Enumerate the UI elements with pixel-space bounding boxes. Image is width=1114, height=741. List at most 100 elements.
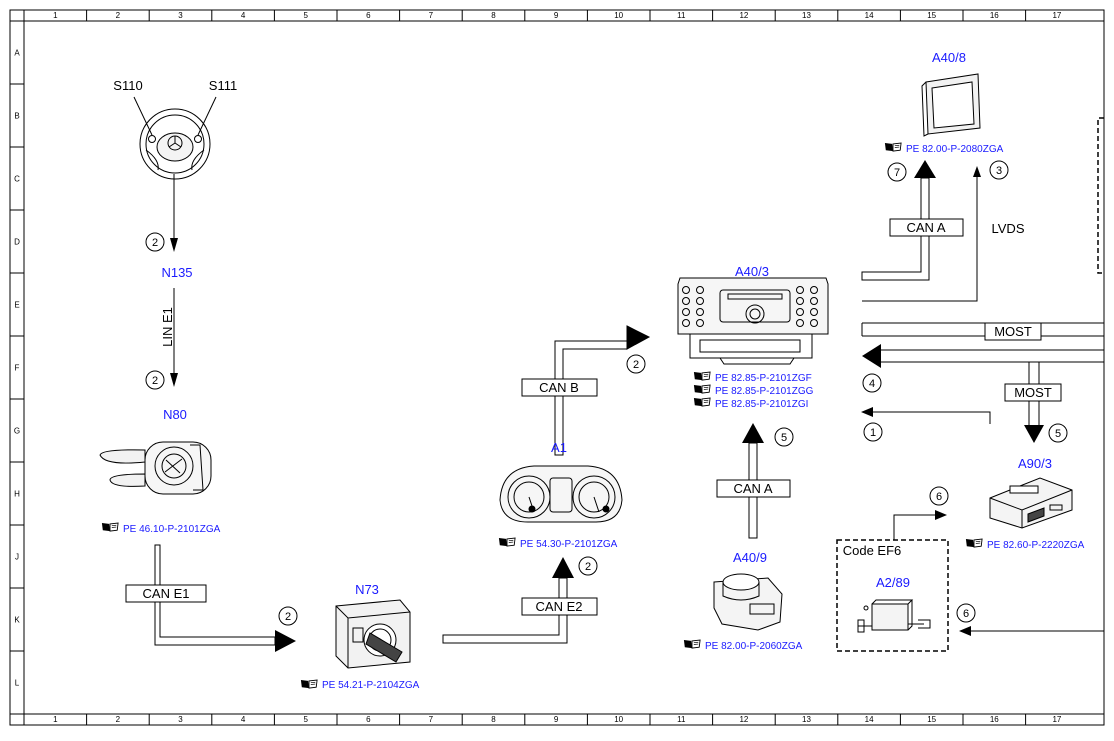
column-label-bottom: 11 [677, 715, 686, 724]
row-label: C [14, 175, 20, 184]
ref-a40-8-text[interactable]: PE 82.00-P-2080ZGA [906, 144, 1004, 155]
marker-number: 2 [633, 359, 639, 371]
marker-number: 2 [152, 237, 158, 249]
column-label-bottom: 12 [739, 715, 748, 724]
column-label-top: 14 [865, 11, 874, 20]
row-label: L [15, 679, 20, 688]
head-unit-button [796, 286, 804, 294]
n80-module-icon [99, 441, 212, 495]
code-box-label: Code EF6 [843, 543, 902, 558]
marker-m-s-n135: 2 [145, 232, 165, 252]
frame [9, 9, 1105, 726]
label-n80: N80 [163, 407, 187, 422]
column-label-top: 16 [990, 11, 999, 20]
head-unit-button [696, 319, 704, 327]
head-unit-button [810, 319, 818, 327]
ref-a90-3-text[interactable]: PE 82.60-P-2220ZGA [987, 540, 1085, 551]
column-label-top: 6 [366, 11, 371, 20]
bus-label-can-a-top: CAN A [906, 220, 945, 235]
bus-label-can-b: CAN B [539, 380, 579, 395]
label-s111: S111 [209, 78, 237, 93]
marker-m-a289-a903: 6 [929, 486, 949, 506]
ref-n80-text[interactable]: PE 46.10-P-2101ZGA [123, 524, 221, 535]
marker-m-n135-n80: 2 [145, 370, 165, 390]
a40-9-controller-icon [713, 573, 783, 631]
references: PE 46.10-P-2101ZGA PE 54.21-P-2104ZGA PE… [101, 142, 1085, 691]
marker-number: 1 [870, 427, 876, 439]
head-unit-button [796, 319, 804, 327]
ref-a40-9[interactable]: PE 82.00-P-2060ZGA [683, 639, 803, 652]
head-unit-button [696, 286, 704, 294]
column-label-bottom: 16 [990, 715, 999, 724]
column-label-bottom: 13 [802, 715, 811, 724]
label-n135: N135 [161, 265, 192, 280]
ref-a40-9-text[interactable]: PE 82.00-P-2060ZGA [705, 641, 803, 652]
column-label-top: 5 [303, 11, 308, 20]
marker-m-arrow-1: 1 [863, 422, 883, 442]
ref-a1[interactable]: PE 54.30-P-2101ZGA [498, 537, 618, 550]
marker-m-most-a903: 5 [1048, 423, 1068, 443]
head-unit-button [796, 308, 804, 316]
column-label-bottom: 6 [366, 715, 371, 724]
marker-m-a1-a403: 2 [626, 354, 646, 374]
marker-m-n73-a1: 2 [578, 556, 598, 576]
ref-a40-3-2[interactable]: PE 82.85-P-2101ZGG [693, 384, 814, 397]
column-label-bottom: 14 [865, 715, 874, 724]
bus-label-boxes [125, 218, 1062, 616]
label-a90-3: A90/3 [1018, 456, 1052, 471]
column-label-top: 2 [116, 11, 121, 20]
bus-label-lvds: LVDS [992, 221, 1025, 236]
n73-switch-icon [335, 599, 411, 669]
row-label: B [14, 112, 19, 121]
column-label-bottom: 9 [554, 715, 559, 724]
marker-circle [989, 160, 1009, 180]
ref-n80[interactable]: PE 46.10-P-2101ZGA [101, 522, 221, 535]
column-label-bottom: 8 [491, 715, 496, 724]
ref-a40-3-text-1[interactable]: PE 82.85-P-2101ZGF [715, 373, 812, 384]
column-label-bottom: 5 [303, 715, 308, 724]
ref-a40-3-1[interactable]: PE 82.85-P-2101ZGF [693, 371, 812, 384]
row-label: E [14, 301, 19, 310]
ref-a40-3-text-2[interactable]: PE 82.85-P-2101ZGG [715, 386, 814, 397]
ref-a90-3[interactable]: PE 82.60-P-2220ZGA [965, 538, 1085, 551]
ref-n73[interactable]: PE 54.21-P-2104ZGA [300, 679, 420, 691]
label-a1: A1 [551, 440, 567, 455]
a40-3-buttons [682, 286, 818, 327]
ref-a40-3-3[interactable]: PE 82.85-P-2101ZGI [693, 397, 808, 410]
a1-cluster-icon [499, 465, 623, 523]
a40-3-head-unit-icon [677, 277, 829, 365]
head-unit-button [682, 297, 690, 305]
head-unit-button [810, 286, 818, 294]
head-unit-button [682, 319, 690, 327]
component-labels: N135 N80 N73 A1 A40/3 A40/8 A40/9 A90/3 … [161, 50, 1052, 597]
ref-a1-text[interactable]: PE 54.30-P-2101ZGA [520, 539, 618, 550]
row-label: G [14, 427, 20, 436]
marker-circle [1048, 423, 1068, 443]
marker-number: 4 [869, 378, 875, 390]
marker-circle [278, 606, 298, 626]
column-label-top: 15 [927, 11, 936, 20]
connections [154, 117, 1104, 652]
marker-m-a403-a408-lvds: 3 [989, 160, 1009, 180]
marker-circle [956, 603, 976, 623]
marker-number: 2 [285, 611, 291, 623]
column-label-bottom: 17 [1052, 715, 1061, 724]
marker-circle [578, 556, 598, 576]
bus-label-can-e2: CAN E2 [536, 599, 583, 614]
marker-circle [862, 373, 882, 393]
row-label: A [14, 49, 20, 58]
marker-number: 5 [1055, 428, 1061, 440]
ref-a40-8[interactable]: PE 82.00-P-2080ZGA [884, 142, 1004, 155]
column-label-bottom: 4 [241, 715, 246, 724]
bus-label-lin-e1: LIN E1 [160, 307, 175, 347]
marker-circle [887, 162, 907, 182]
ref-a40-3-text-3[interactable]: PE 82.85-P-2101ZGI [715, 399, 808, 410]
a2-89-module-icon [857, 599, 931, 633]
row-label: D [14, 238, 20, 247]
marker-number: 6 [936, 491, 942, 503]
column-label-top: 8 [491, 11, 496, 20]
label-a40-3: A40/3 [735, 264, 769, 279]
ref-n73-text[interactable]: PE 54.21-P-2104ZGA [322, 680, 420, 691]
head-unit-button [696, 297, 704, 305]
